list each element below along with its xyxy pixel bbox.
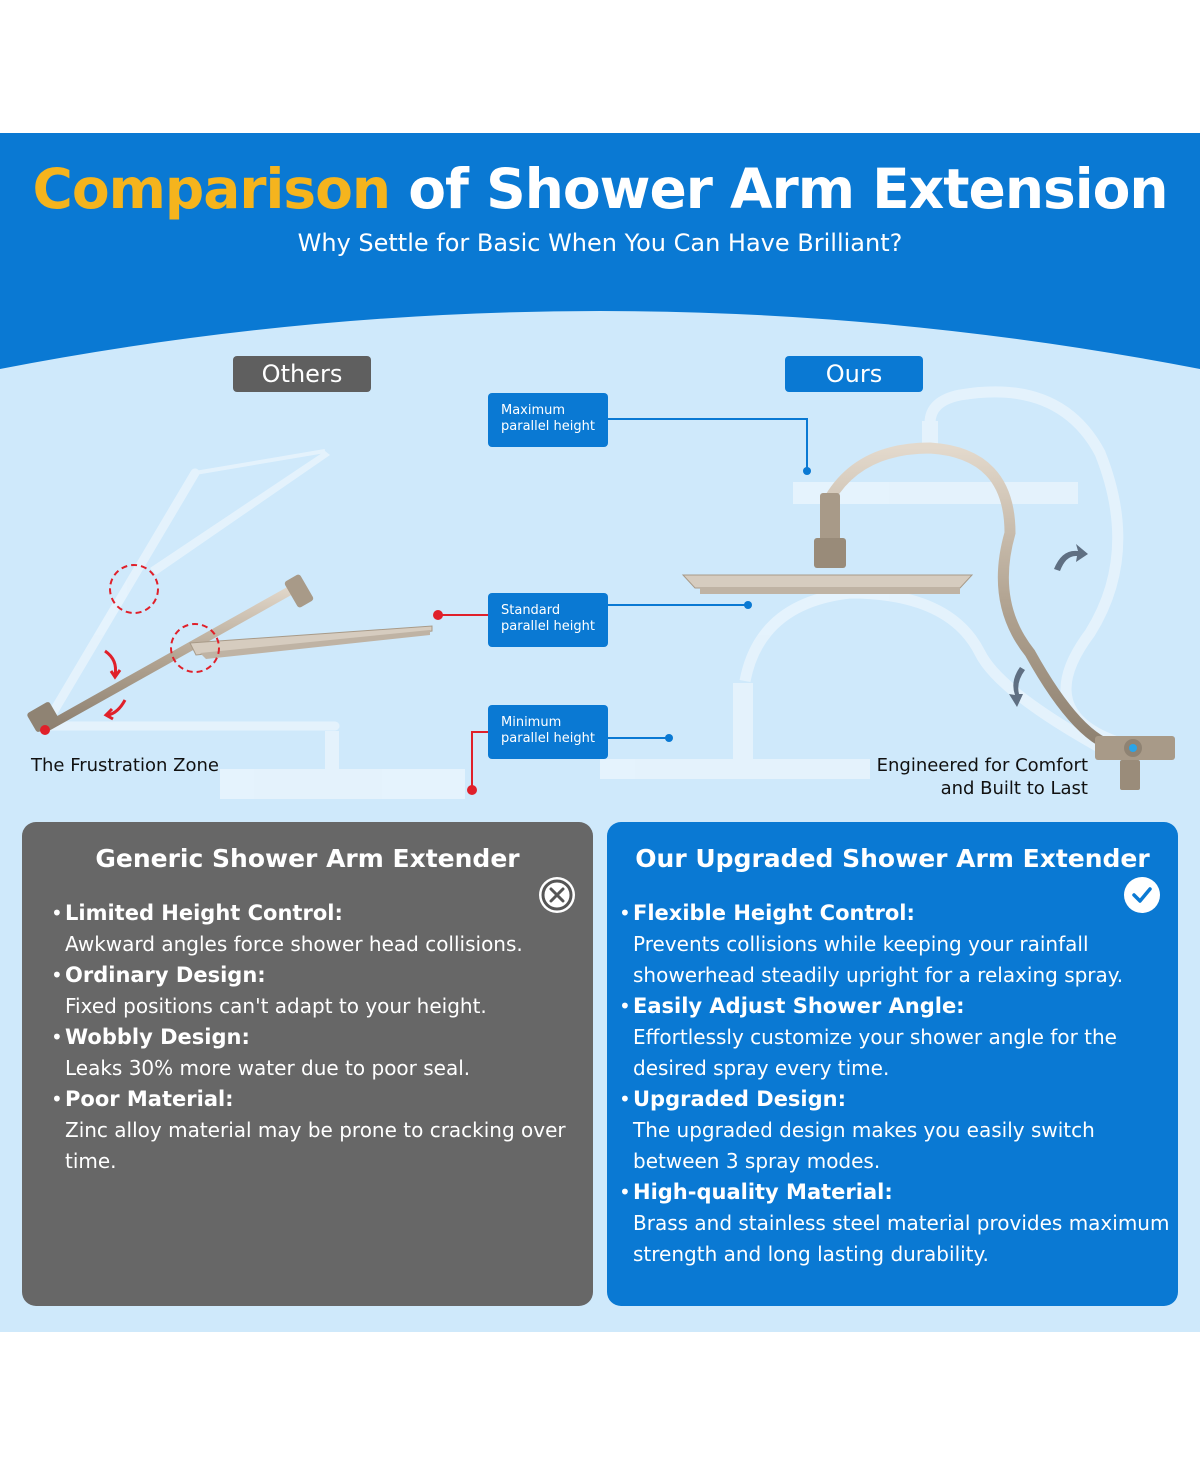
others-tag: Others	[233, 356, 371, 392]
point-body: Leaks 30% more water due to poor seal.	[65, 1056, 471, 1080]
title-rest: of Shower Arm Extension	[408, 157, 1168, 221]
upgraded-extender-card: Our Upgraded Shower Arm Extender Flexibl…	[607, 822, 1178, 1306]
comparison-illustration	[27, 386, 1175, 799]
height-pointers	[433, 418, 811, 795]
ours-shower-arm	[681, 442, 1175, 790]
page-title: Comparison of Shower Arm Extension	[0, 157, 1200, 221]
list-item: Limited Height Control: Awkward angles fo…	[51, 898, 587, 960]
page-subtitle: Why Settle for Basic When You Can Have B…	[297, 229, 903, 257]
point-title: Wobbly Design:	[65, 1025, 250, 1049]
point-title: Limited Height Control:	[65, 901, 343, 925]
maximum-label-line2: parallel height	[501, 419, 595, 434]
point-title: High-quality Material:	[633, 1180, 893, 1204]
point-body: Fixed positions can't adapt to your heig…	[65, 994, 487, 1018]
list-item: Wobbly Design: Leaks 30% more water due t…	[51, 1022, 587, 1084]
frustration-markers	[103, 564, 220, 721]
point-body: Effortlessly customize your shower angle…	[633, 1025, 1117, 1080]
point-title: Flexible Height Control:	[633, 901, 915, 925]
list-item: Poor Material: Zinc alloy material may be…	[51, 1084, 587, 1177]
others-ghost-positions	[40, 449, 465, 799]
standard-height-label: Standard parallel height	[488, 593, 608, 647]
list-item: High-quality Material: Brass and stainles…	[619, 1177, 1172, 1270]
point-title: Easily Adjust Shower Angle:	[633, 994, 965, 1018]
list-item: Flexible Height Control: Prevents collisi…	[619, 898, 1172, 991]
standard-label-line2: parallel height	[501, 619, 595, 634]
header-banner	[0, 133, 1200, 369]
upgraded-points: Flexible Height Control: Prevents collisi…	[619, 898, 1172, 1270]
point-body: Brass and stainless steel material provi…	[633, 1211, 1170, 1266]
minimum-label-line1: Minimum	[501, 715, 562, 730]
title-highlight: Comparison	[32, 157, 391, 221]
others-shower-arm	[27, 574, 433, 735]
point-title: Upgraded Design:	[633, 1087, 847, 1111]
engineered-caption-line1: Engineered for Comfort	[876, 755, 1088, 776]
point-body: Prevents collisions while keeping your r…	[633, 932, 1124, 987]
generic-extender-card: Generic Shower Arm Extender Limited Heig…	[22, 822, 593, 1306]
list-item: Ordinary Design: Fixed positions can't ad…	[51, 960, 587, 1022]
engineered-caption: Engineered for Comfort and Built to Last	[828, 754, 1088, 800]
point-title: Poor Material:	[65, 1087, 234, 1111]
generic-points: Limited Height Control: Awkward angles fo…	[51, 898, 587, 1177]
frustration-zone-caption: The Frustration Zone	[31, 755, 219, 776]
generic-card-title: Generic Shower Arm Extender	[95, 844, 520, 873]
standard-label-line1: Standard	[501, 603, 561, 618]
point-body: Awkward angles force shower head collisi…	[65, 932, 523, 956]
minimum-label-line2: parallel height	[501, 731, 595, 746]
adjust-arrows	[1009, 544, 1088, 707]
ours-tag: Ours	[785, 356, 923, 392]
point-body: The upgraded design makes you easily swi…	[633, 1118, 1095, 1173]
upgraded-card-title: Our Upgraded Shower Arm Extender	[635, 844, 1150, 873]
comparison-frame: Comparison of Shower Arm Extension Why S…	[0, 133, 1200, 1332]
minimum-height-label: Minimum parallel height	[488, 705, 608, 759]
list-item: Upgraded Design: The upgraded design make…	[619, 1084, 1172, 1177]
engineered-caption-line2: and Built to Last	[940, 778, 1088, 799]
point-body: Zinc alloy material may be prone to crac…	[65, 1118, 566, 1173]
point-title: Ordinary Design:	[65, 963, 266, 987]
maximum-height-label: Maximum parallel height	[488, 393, 608, 447]
list-item: Easily Adjust Shower Angle: Effortlessly …	[619, 991, 1172, 1084]
maximum-label-line1: Maximum	[501, 403, 566, 418]
